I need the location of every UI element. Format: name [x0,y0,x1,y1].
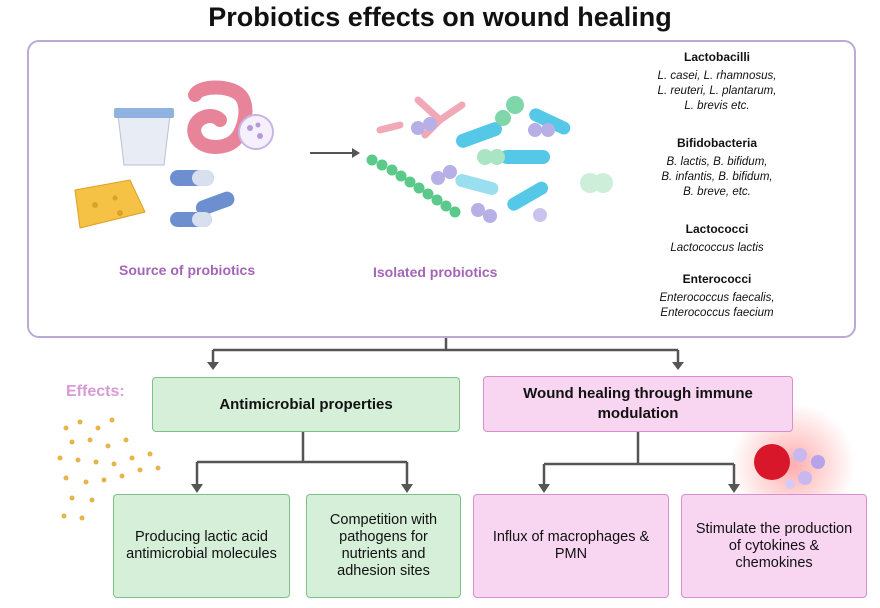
group-line: Lactococcus lactis [670,242,764,254]
group-line: L. casei, L. rhamnosus, [657,70,777,82]
group-enterococci: Enterococci Enterococcus faecalis, Enter… [612,272,822,321]
group-line: B. lactis, B. bifidum, [666,156,768,168]
group-line: B. infantis, B. bifidum, [661,171,773,183]
group-name: Lactococci [685,222,749,236]
group-lactobacilli: Lactobacilli L. casei, L. rhamnosus, L. … [612,50,822,114]
group-bifidobacteria: Bifidobacteria B. lactis, B. bifidum, B.… [612,136,822,200]
yogurt-icon [114,108,174,166]
magnifier-icon [238,114,274,150]
group-line: Enterococcus faecium [660,307,774,319]
immune-modulation-box: Wound healing through immune modulation [483,376,793,432]
competition-box: Competition with pathogens for nutrients… [306,494,461,598]
group-line: Enterococcus faecalis, [659,292,775,304]
group-line: B. breve, etc. [683,186,751,198]
group-lactococci: Lactococci Lactococcus lactis [612,222,822,256]
cheese-icon [74,179,146,229]
antimicrobial-box: Antimicrobial properties [152,377,460,432]
diagram-title: Probiotics effects on wound healing [208,2,672,32]
effects-label: Effects: [66,383,125,400]
antimicrobial-particles-icon [57,417,161,521]
probiotics-panel [27,40,856,338]
group-name: Lactobacilli [683,50,751,64]
connector-lines [195,338,736,484]
group-line: L. reuteri, L. plantarum, [657,85,777,97]
bacteria-icon [366,96,613,223]
macrophages-box: Influx of macrophages & PMN [473,494,669,598]
group-line: L. brevis etc. [684,100,750,112]
isolated-caption: Isolated probiotics [373,264,498,280]
group-name: Enterococci [682,272,752,286]
source-caption: Source of probiotics [119,262,256,278]
cytokines-box: Stimulate the production of cytokines & … [681,494,867,598]
intestine-icon [187,80,253,154]
capsules-icon [170,170,235,227]
lactic-acid-box: Producing lactic acid antimicrobial mole… [113,494,290,598]
group-name: Bifidobacteria [676,136,757,150]
